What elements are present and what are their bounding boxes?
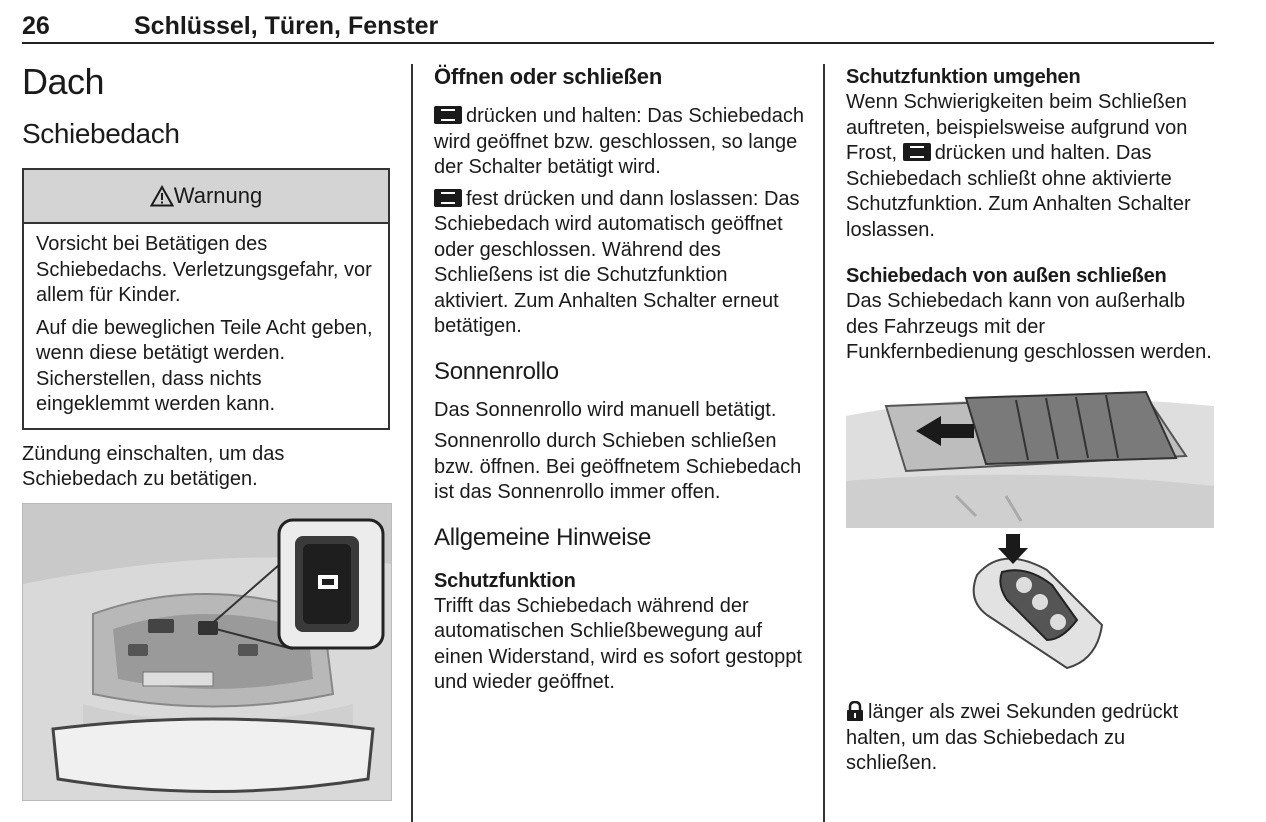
overhead-console-illustration <box>23 504 391 800</box>
warning-label: Warnung <box>173 183 263 208</box>
column-2: Öffnen oder schließen drücken und halten… <box>434 62 806 696</box>
sunroof-button-icon <box>434 188 462 207</box>
warning-text: Auf die beweglichen Teile Acht geben, we… <box>36 316 373 416</box>
figure-car-roof <box>846 386 1214 528</box>
body-text-span: fest drücken und dann loslassen: Das Sch… <box>434 187 800 338</box>
sunroof-button-icon <box>902 143 931 161</box>
body-text-span: drücken und halten: Das Schiebedach wird… <box>434 105 805 178</box>
body-text: drücken und halten: Das Schiebedach wird… <box>434 104 806 181</box>
warning-triangle-icon <box>149 185 174 207</box>
heading-close-outside: Schiebedach von außen schließen <box>846 265 1167 287</box>
heading-general: Allgemeine Hinweise <box>434 523 652 551</box>
column-3: Schutzfunktion umgehen Wenn Schwierigkei… <box>846 64 1216 366</box>
section-title: Dach <box>22 61 105 102</box>
figure-overhead-console <box>22 503 392 801</box>
warning-header: Warnung <box>24 170 388 224</box>
body-text: Das Schiebedach kann von außerhalb des F… <box>846 290 1212 363</box>
heading-protection: Schutzfunktion <box>434 569 576 592</box>
body-text: Wenn Schwierigkeiten beim Schließen auft… <box>846 90 1216 243</box>
lock-icon <box>846 700 864 721</box>
body-text: Trifft das Schiebedach während der autom… <box>434 594 802 694</box>
column-divider <box>411 64 413 822</box>
body-text: fest drücken und dann loslassen: Das Sch… <box>434 187 806 340</box>
body-text: länger als zwei Sekunden gedrückt halten… <box>846 700 1216 777</box>
sunroof-button-icon <box>434 106 462 124</box>
heading-sunshade: Sonnenrollo <box>434 357 559 385</box>
column-divider <box>823 64 825 822</box>
lock-instruction: länger als zwei Sekunden gedrückt halten… <box>846 700 1216 777</box>
page-number: 26 <box>22 12 50 40</box>
body-text: Das Sonnenrollo wird manuell betätigt. <box>434 398 777 421</box>
column-1: Dach Schiebedach Warnung Vorsicht bei Be… <box>22 58 392 493</box>
page-header: 26 Schlüssel, Türen, Fenster <box>22 8 1214 44</box>
warning-text: Vorsicht bei Betätigen des Schiebedachs.… <box>36 233 372 306</box>
body-text: Zündung einschalten, um das Schiebedach … <box>22 442 285 491</box>
car-roof-illustration <box>846 386 1214 528</box>
heading-bypass: Schutzfunktion umgehen <box>846 66 1081 88</box>
key-fob-illustration <box>962 530 1112 670</box>
chapter-title: Schlüssel, Türen, Fenster <box>134 12 439 40</box>
warning-box: Warnung Vorsicht bei Betätigen des Schie… <box>22 168 390 430</box>
figure-key-fob <box>962 530 1112 670</box>
heading-open-close: Öffnen oder schließen <box>434 64 663 89</box>
body-text-span: drücken und halten. Das Schiebedach schl… <box>846 142 1191 241</box>
body-text-span: länger als zwei Sekunden gedrückt halten… <box>846 701 1179 774</box>
subsection-title: Schiebedach <box>22 118 180 149</box>
body-text-span: Wenn Schwierigkeiten beim Schließen auft… <box>846 91 1188 164</box>
body-text: Sonnenrollo durch Schieben schließen bzw… <box>434 430 802 503</box>
